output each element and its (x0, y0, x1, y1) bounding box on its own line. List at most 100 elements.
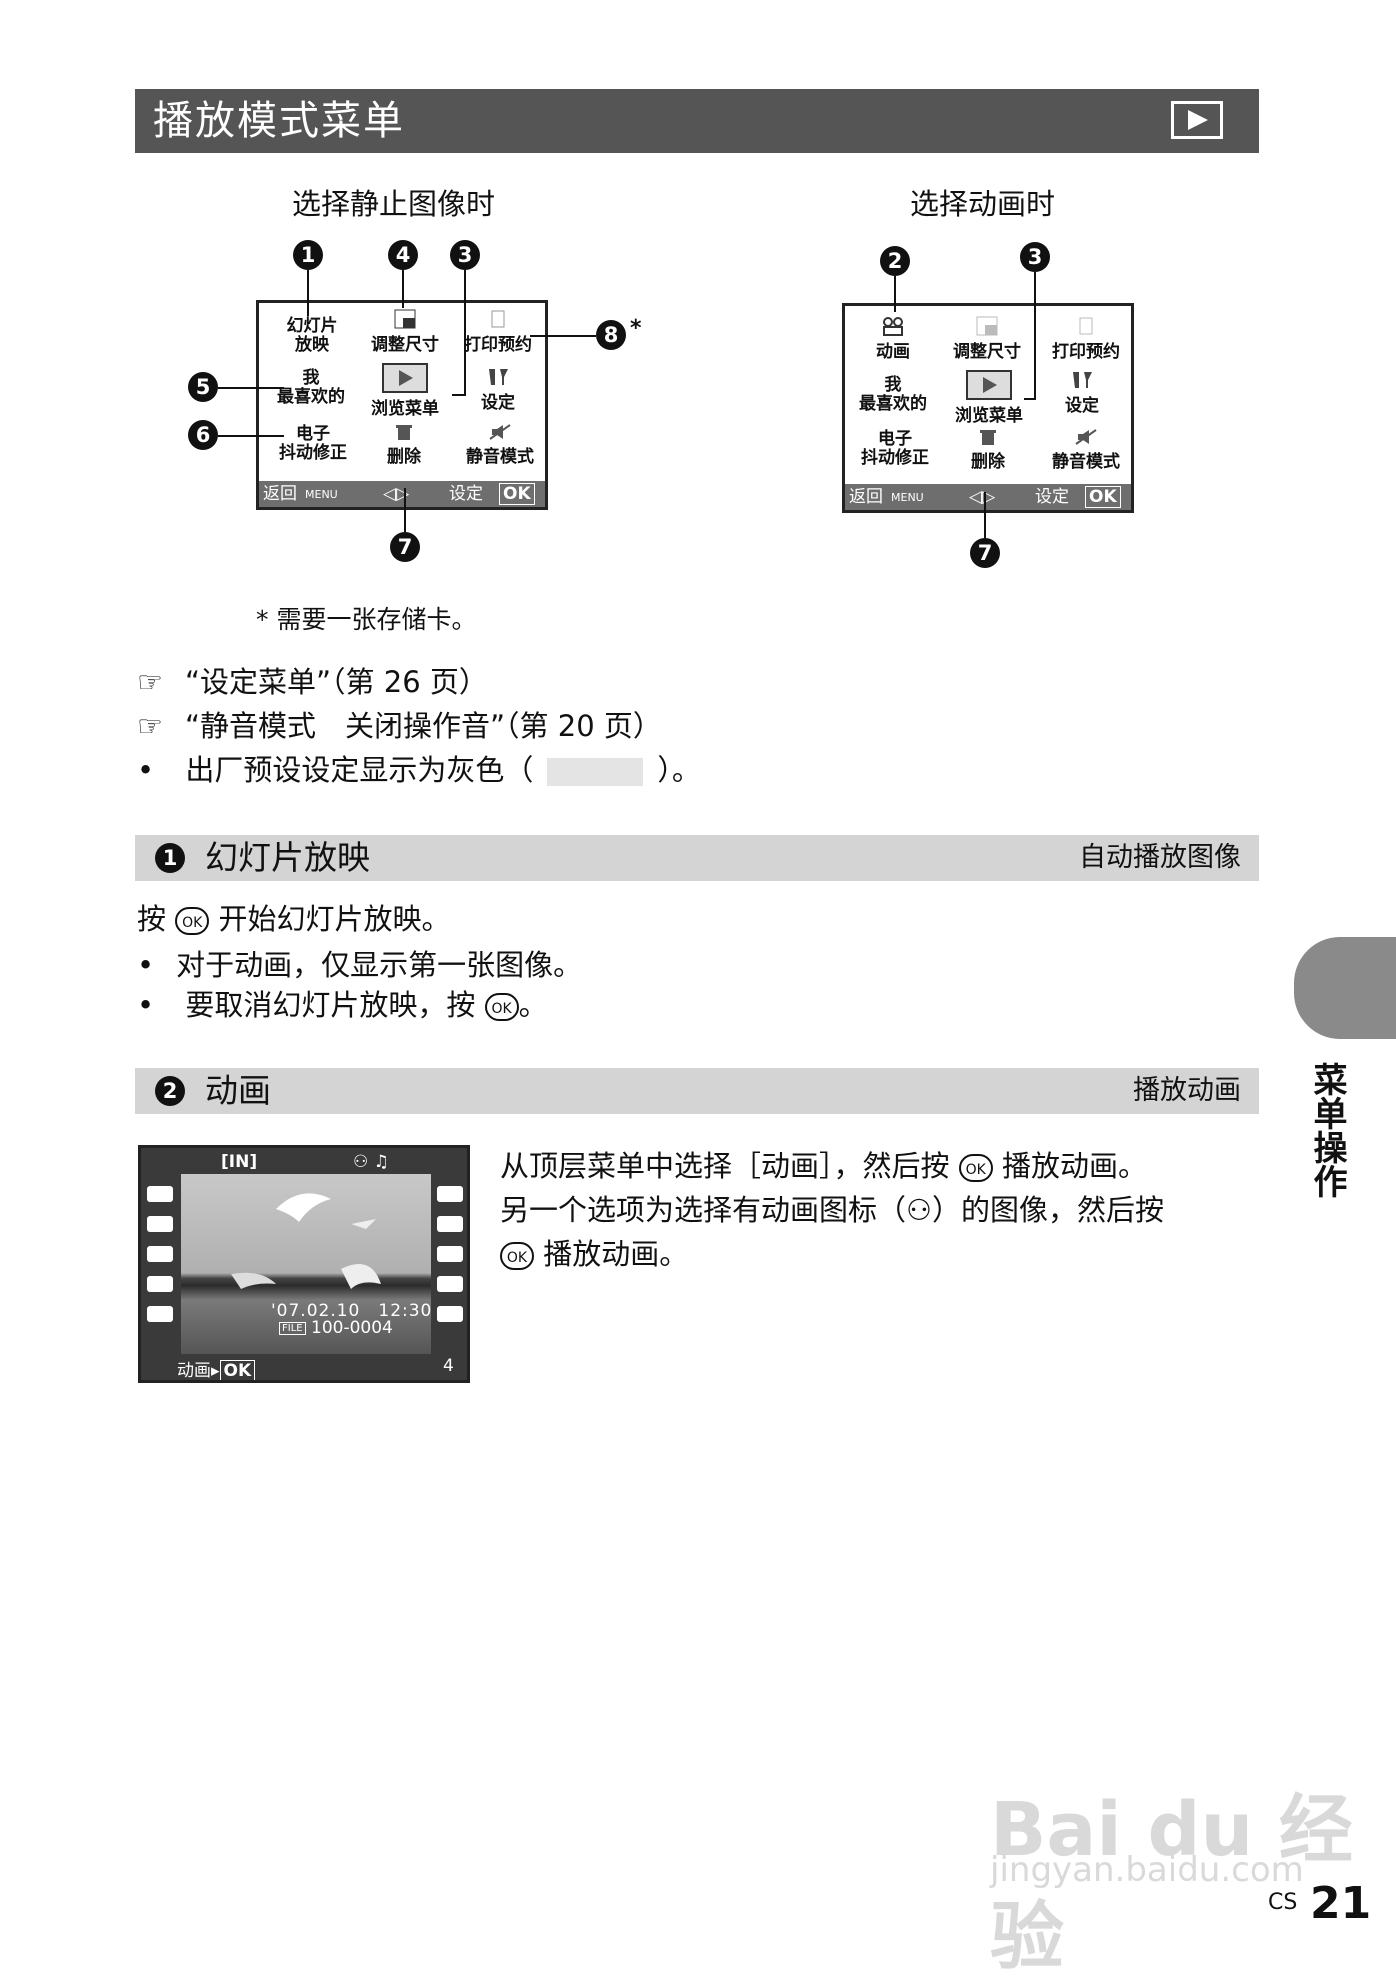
menu-item-print-order: 打印预约 (453, 309, 543, 355)
gray-swatch (547, 758, 644, 786)
section-1-bullet1: 对于动画，仅显示第一张图像。 (137, 946, 582, 984)
arrows-icon: ◁▷ (969, 487, 996, 507)
print-icon (453, 309, 543, 334)
bar-menu: MENU (891, 491, 924, 504)
browse-play-icon (941, 370, 1037, 405)
ref-silent-mode-text: “静音模式 关闭操作音”（第 20 页） (185, 709, 662, 743)
menu-item-erase-label: 删除 (387, 447, 421, 467)
print-icon (1041, 316, 1131, 341)
section-2-para3: OK 播放动画。 (500, 1232, 1260, 1276)
trash-icon (953, 428, 1023, 451)
badge-7-movie: 7 (970, 538, 1000, 568)
caption-still: 选择静止图像时 (292, 187, 496, 221)
language-code: CS (1268, 1890, 1298, 1915)
movie-menu-screen: 动画 调整尺寸 打印预约 我 最喜欢的 浏览菜单 设定 电子 抖动修正 删除 静… (842, 303, 1134, 513)
bar-set: 设定 (1035, 487, 1069, 507)
bar-menu: MENU (305, 488, 338, 501)
menu-item-movie: 动画 (857, 316, 929, 362)
movie-audio-icon: ⚇ ♫ (353, 1152, 389, 1172)
menu-item-slideshow: 幻灯片 放映 (286, 316, 338, 355)
menu-item-print-order-movie-label: 打印预约 (1052, 342, 1120, 362)
menu-item-erase: 删除 (369, 423, 439, 467)
page-header: 播放模式菜单 (135, 89, 1259, 153)
menu-item-resize: 调整尺寸 (363, 309, 447, 355)
menu-item-stabilize: 电子 抖动修正 (279, 424, 347, 463)
ok-button-icon: OK (175, 907, 210, 935)
section-2-text: 从顶层菜单中选择［动画］，然后按 OK 播放动画。 另一个选项为选择有动画图标（… (500, 1144, 1260, 1276)
mute-icon (455, 423, 545, 446)
wrench-icon (465, 367, 531, 392)
menu-item-favorite: 我 最喜欢的 (277, 368, 345, 407)
arrows-icon: ◁▷ (383, 484, 410, 504)
wrench-icon (1049, 370, 1115, 395)
bar-back: 返回 (263, 484, 297, 504)
menu-item-resize-movie: 调整尺寸 (945, 316, 1029, 362)
menu-item-silent-label: 静音模式 (466, 447, 534, 467)
pointing-hand-icon: ☞ (137, 709, 163, 743)
bar-set: 设定 (449, 484, 483, 504)
pointing-hand-icon: ☞ (137, 665, 163, 699)
badge-3-movie: 3 (1020, 242, 1050, 272)
movie-icon: ⚇ (906, 1193, 933, 1227)
menu-item-browse-movie-label: 浏览菜单 (955, 406, 1023, 426)
menu-item-silent-movie-label: 静音模式 (1052, 452, 1120, 472)
badge-8-asterisk: * (630, 316, 642, 341)
ok-button-icon: OK (484, 993, 519, 1021)
ref-setup-menu[interactable]: ☞“设定菜单”（第 26 页） (137, 663, 488, 701)
menu-item-setup-movie-label: 设定 (1065, 396, 1099, 416)
menu-item-setup-label: 设定 (481, 393, 515, 413)
resize-icon (363, 309, 447, 334)
menu-item-erase-movie-label: 删除 (971, 452, 1005, 472)
badge-2: 2 (880, 246, 910, 276)
menu-item-resize-label: 调整尺寸 (371, 335, 439, 355)
frame-count: 4 (443, 1356, 454, 1376)
default-note: 出厂预设设定显示为灰色（）。 (137, 751, 701, 789)
section-1-number: 1 (155, 843, 185, 873)
section-2-title: 动画 (205, 1071, 271, 1110)
section-2-para1: 从顶层菜单中选择［动画］，然后按 OK 播放动画。 (500, 1149, 1147, 1183)
menu-item-resize-movie-label: 调整尺寸 (953, 342, 1021, 362)
baidu-watermark-url: jingyan.baidu.com (990, 1850, 1304, 1890)
badge-8: 8 (596, 320, 626, 350)
badge-5: 5 (188, 372, 218, 402)
still-menu-bar: 返回 MENU ◁▷ 设定 OK (259, 481, 545, 507)
menu-item-browse-label: 浏览菜单 (371, 399, 439, 419)
section-1-line1: 按 OK 开始幻灯片放映。 (137, 902, 451, 936)
section-2-para2: 另一个选项为选择有动画图标（⚇）的图像，然后按 (500, 1193, 1165, 1227)
menu-item-silent: 静音模式 (455, 423, 545, 467)
ok-button-icon: OK (500, 1242, 534, 1270)
caption-movie: 选择动画时 (910, 187, 1056, 221)
date-time: '07.02.10 12:30 (271, 1301, 433, 1321)
footnote: * 需要一张存储卡。 (256, 605, 477, 634)
section-slideshow-header: 1 幻灯片放映 自动播放图像 (135, 835, 1259, 881)
film-bottom-left: 动画▸OK (177, 1356, 256, 1380)
menu-item-browse-movie: 浏览菜单 (941, 370, 1037, 426)
menu-item-print-order-movie: 打印预约 (1041, 316, 1131, 362)
seagull-photo (181, 1174, 431, 1354)
section-2-number: 2 (155, 1076, 185, 1106)
menu-item-print-order-label: 打印预约 (464, 335, 532, 355)
menu-item-favorite-movie: 我 最喜欢的 (859, 375, 927, 414)
file-tag: FILE (279, 1321, 306, 1335)
menu-item-browse: 浏览菜单 (357, 363, 453, 419)
still-menu-screen: 幻灯片 放映 调整尺寸 打印预约 我 最喜欢的 浏览菜单 设定 电子 抖动修正 … (256, 300, 548, 510)
memory-indicator: [IN] (221, 1152, 258, 1172)
section-2-subtitle: 播放动画 (1133, 1075, 1241, 1106)
menu-item-erase-movie: 删除 (953, 428, 1023, 472)
badge-6: 6 (188, 420, 218, 450)
badge-4: 4 (388, 240, 418, 270)
bar-ok: OK (1085, 486, 1121, 508)
mute-icon (1041, 428, 1131, 451)
bar-back: 返回 (849, 487, 883, 507)
section-movie-header: 2 动画 播放动画 (135, 1068, 1259, 1114)
bar-ok: OK (499, 483, 535, 505)
menu-item-setup: 设定 (465, 367, 531, 413)
baidu-watermark: Bai du 经验 (990, 1787, 1353, 1980)
badge-3: 3 (450, 240, 480, 270)
browse-play-icon (357, 363, 453, 398)
movie-playback-preview: [IN] ⚇ ♫ '07.02.10 12:30 FILE 100-0004 动… (138, 1145, 470, 1383)
ref-silent-mode[interactable]: ☞ “静音模式 关闭操作音”（第 20 页） (137, 707, 662, 745)
badge-1: 1 (293, 240, 323, 270)
menu-item-silent-movie: 静音模式 (1041, 428, 1131, 472)
page-title: 播放模式菜单 (153, 98, 405, 144)
